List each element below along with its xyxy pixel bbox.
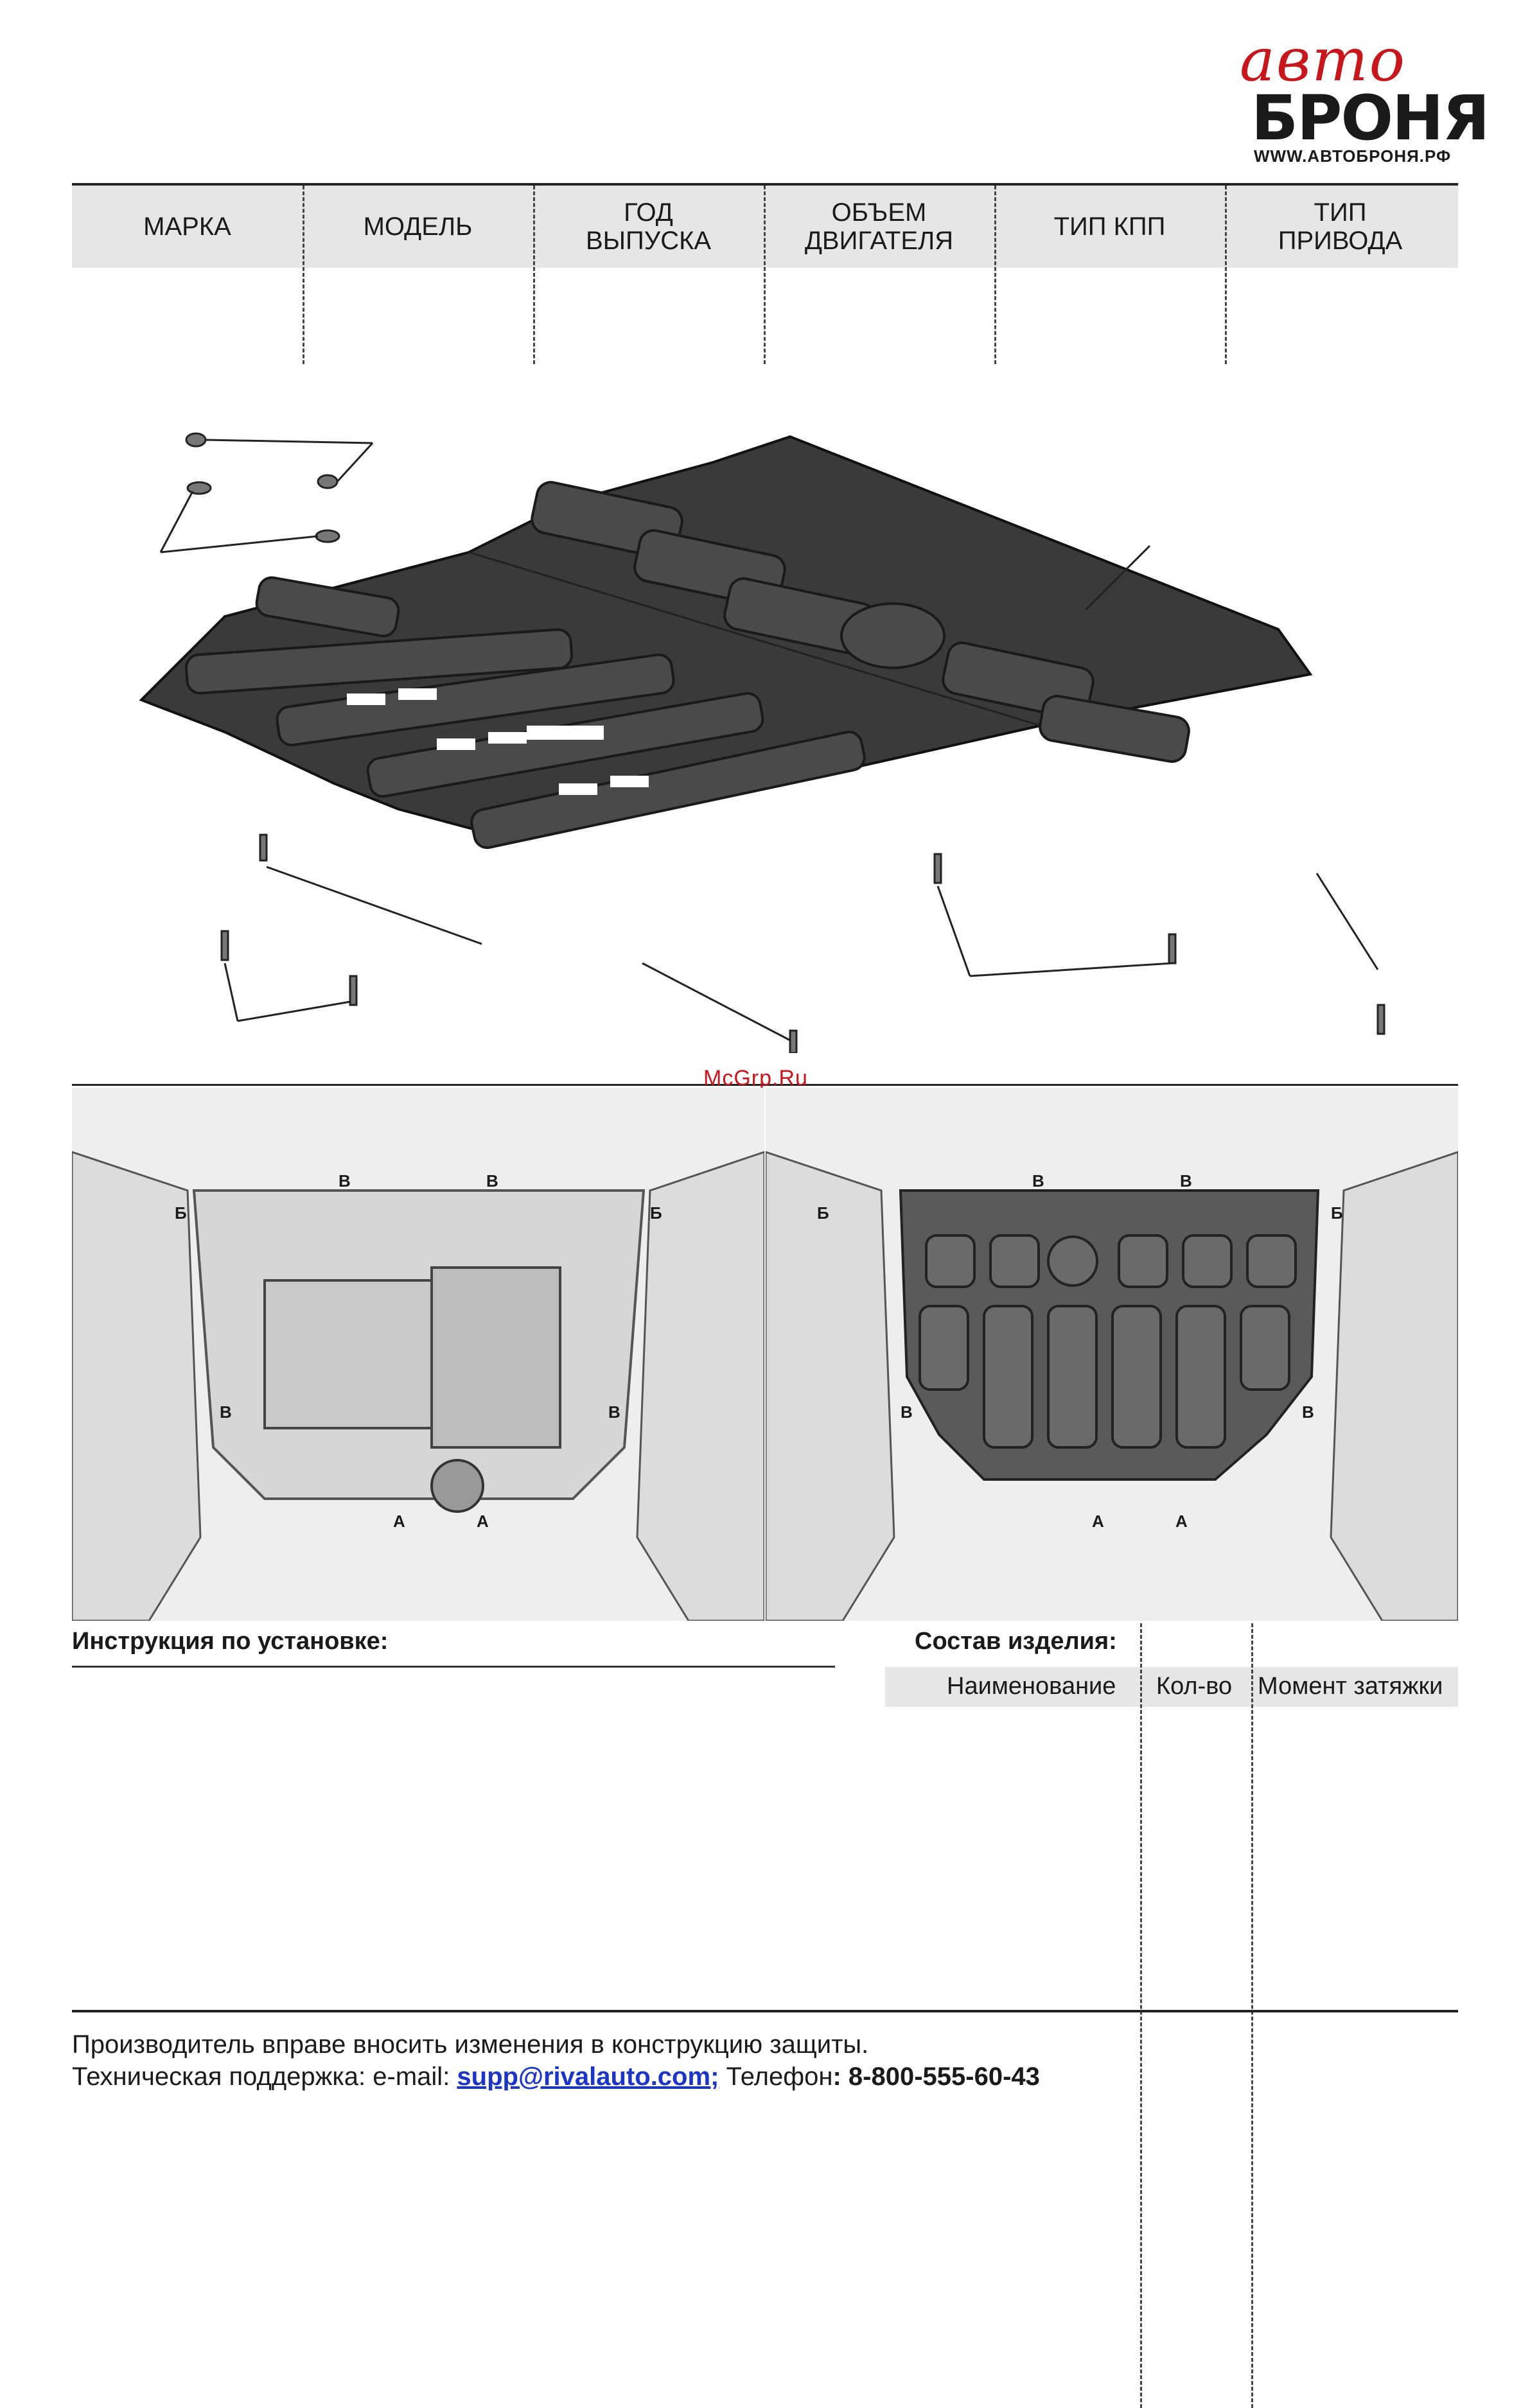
support-email-link[interactable]: supp@rivalauto.com xyxy=(457,2063,711,2091)
header-gearbox: ТИП КПП xyxy=(1053,213,1166,241)
underbody-photo-before: Б В В Б В В А А xyxy=(72,1088,764,1621)
composition-title: Состав изделия: xyxy=(915,1628,1117,1655)
composition-col-torque: Момент затяжки xyxy=(1258,1673,1443,1700)
column-divider xyxy=(1251,1623,1253,2408)
label-a: А xyxy=(477,1512,489,1531)
column-divider xyxy=(1140,1623,1142,2408)
brand-logo: авто БРОНЯ WWW.АВТОБРОНЯ.РФ xyxy=(1214,26,1490,173)
footer-rule xyxy=(72,2010,1458,2012)
label-b: Б xyxy=(175,1203,187,1223)
label-v: В xyxy=(220,1402,232,1422)
composition-col-name: Наименование xyxy=(947,1673,1116,1700)
instructions-title: Инструкция по установке: xyxy=(72,1628,389,1655)
support-prefix: Техническая поддержка: e-mail: xyxy=(72,2063,457,2091)
header-make: МАРКА xyxy=(143,213,231,241)
header-model: МОДЕЛЬ xyxy=(363,213,473,241)
label-v: В xyxy=(339,1171,351,1191)
underbody-after-drawing xyxy=(766,1088,1458,1621)
logo-script-text: авто xyxy=(1240,26,1407,94)
label-v: В xyxy=(901,1402,913,1422)
instructions-rule xyxy=(72,1666,835,1668)
column-divider xyxy=(303,186,304,364)
label-v: В xyxy=(608,1402,620,1422)
header-year: ГОД ВЫПУСКА xyxy=(585,198,712,255)
header-drive: ТИП ПРИВОДА xyxy=(1278,198,1403,255)
footer-support: Техническая поддержка: e-mail: supp@riva… xyxy=(72,2063,1040,2091)
column-divider xyxy=(533,186,535,364)
column-divider xyxy=(994,186,996,364)
logo-url-text: WWW.АВТОБРОНЯ.РФ xyxy=(1254,146,1452,166)
underbody-before-drawing xyxy=(72,1088,764,1621)
label-a: А xyxy=(393,1512,405,1531)
footer-disclaimer: Производитель вправе вносить изменения в… xyxy=(72,2030,869,2059)
label-v: В xyxy=(1302,1402,1314,1422)
support-phone: : 8-800-555-60-43 xyxy=(832,2063,1040,2091)
label-a: А xyxy=(1175,1512,1188,1531)
skid-plate-exploded-diagram xyxy=(139,432,1385,1053)
phone-prefix: Телефон xyxy=(719,2063,833,2091)
label-v: В xyxy=(486,1171,498,1191)
fastener-set-drawing xyxy=(159,432,1385,1053)
label-a: А xyxy=(1092,1512,1104,1531)
skid-plate-drawing xyxy=(139,435,1313,850)
column-divider xyxy=(1225,186,1227,364)
watermark-text: McGrp.Ru xyxy=(703,1066,808,1090)
spec-table: МАРКА МОДЕЛЬ ГОД ВЫПУСКА ОБЪЕМ ДВИГАТЕЛЯ… xyxy=(72,183,1458,364)
email-suffix: ; xyxy=(710,2063,719,2091)
label-v: В xyxy=(1032,1171,1044,1191)
column-divider xyxy=(764,186,766,364)
label-b: Б xyxy=(817,1203,829,1223)
label-v: В xyxy=(1180,1171,1192,1191)
section-rule xyxy=(72,1084,1458,1086)
label-b: Б xyxy=(1331,1203,1343,1223)
underbody-photo-after: Б В В Б В В А А xyxy=(766,1088,1458,1621)
header-engine: ОБЪЕМ ДВИГАТЕЛЯ xyxy=(804,198,954,255)
table-top-rule xyxy=(72,183,1458,186)
logo-main-text: БРОНЯ xyxy=(1251,82,1490,154)
composition-header-band xyxy=(885,1667,1458,1707)
composition-col-qty: Кол-во xyxy=(1156,1673,1233,1700)
label-b: Б xyxy=(650,1203,662,1223)
